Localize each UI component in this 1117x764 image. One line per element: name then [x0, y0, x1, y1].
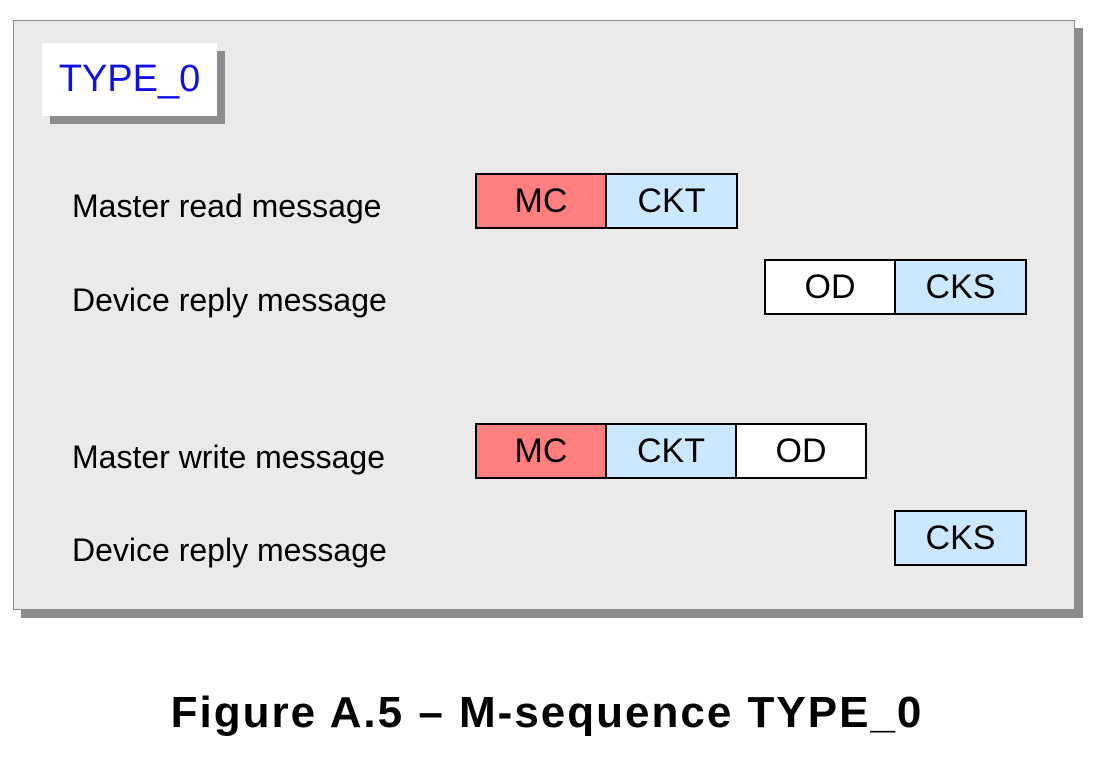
type-label: TYPE_0: [42, 43, 217, 116]
master-write-ckt-cell: CKT: [605, 423, 737, 479]
master-write-label: Master write message: [72, 439, 385, 475]
master-read-label: Master read message: [72, 188, 382, 224]
device-reply-read-cks-cell: CKS: [894, 259, 1027, 315]
device-reply-read-od-cell: OD: [764, 259, 896, 315]
device-reply-read-label: Device reply message: [72, 282, 387, 318]
device-reply-write-label: Device reply message: [72, 532, 387, 568]
master-write-mc-cell: MC: [475, 423, 607, 479]
device-reply-write-cks-cell: CKS: [894, 510, 1027, 566]
master-write-od-cell: OD: [735, 423, 867, 479]
figure-caption: Figure A.5 – M-sequence TYPE_0: [170, 688, 924, 737]
master-read-mc-cell: MC: [475, 173, 607, 229]
master-read-ckt-cell: CKT: [605, 173, 738, 229]
